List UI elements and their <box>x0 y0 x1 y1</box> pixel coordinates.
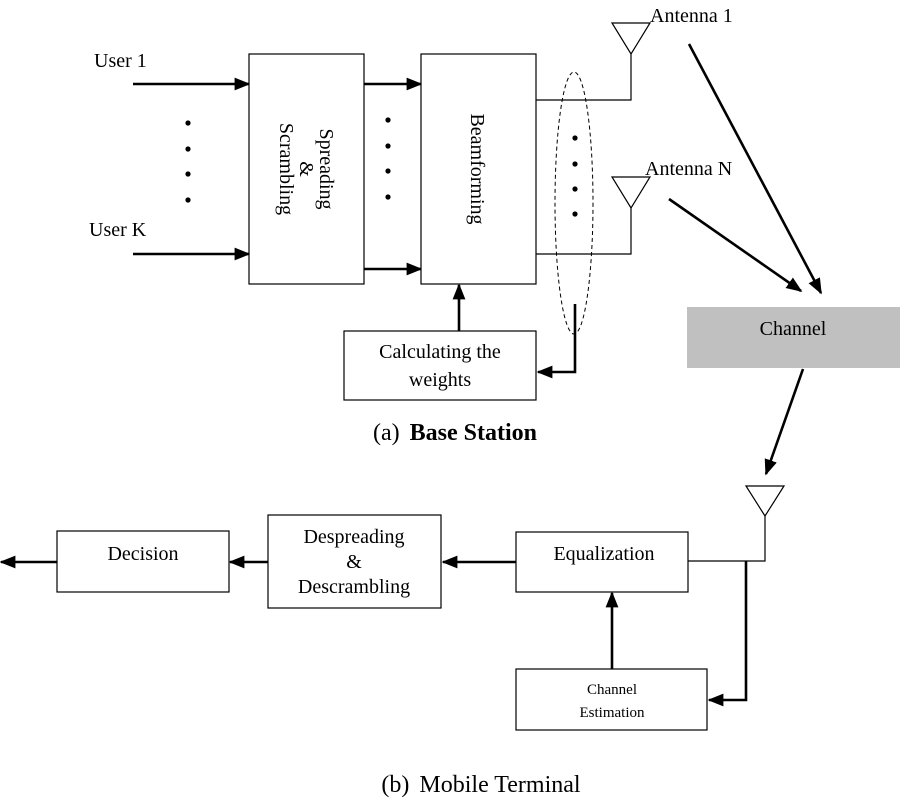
mobile-terminal-caption: (b) Mobile Terminal <box>381 772 580 798</box>
beamforming-block: Beamforming <box>420 53 537 285</box>
antenna-group-ellipse <box>554 71 594 335</box>
despreading-block: Despreading & Descrambling <box>267 514 442 609</box>
channel-section: Channel <box>668 43 900 476</box>
antenna-1: Antenna 1 <box>610 5 733 56</box>
antenna-1-to-channel-arrow <box>687 43 823 295</box>
channel-box <box>687 307 900 368</box>
antenna-to-estimation-arrow <box>707 561 748 707</box>
channel-label: Channel <box>760 318 827 340</box>
antenna-n-feed-line <box>536 208 632 255</box>
ellipsis-dot <box>185 146 191 152</box>
user-1-label: User 1 <box>94 50 147 72</box>
channel-estimation-label-line1: Channel <box>587 682 637 698</box>
ellipsis-dot <box>385 143 391 149</box>
mobile-terminal-section: Equalization Channel Estimation Despread… <box>0 485 786 798</box>
weights-label-line1: Calculating the <box>379 341 501 363</box>
antenna-1-feed-line <box>536 54 632 101</box>
beamforming-label: Beamforming <box>466 113 488 224</box>
user-ellipsis-dots <box>185 120 191 203</box>
middle-ellipsis-dots <box>385 117 391 200</box>
ellipsis-dot <box>572 161 578 167</box>
despreading-label-line1: Despreading <box>303 526 404 548</box>
spreading-ampersand: & <box>295 161 317 177</box>
ellipsis-dot <box>185 197 191 203</box>
base-station-section: User 1 User K Spreading & Scrambling <box>89 5 733 446</box>
weights-label-line2: weights <box>409 369 471 391</box>
ellipsis-dot <box>572 135 578 141</box>
antenna-1-icon <box>610 22 652 56</box>
ellipsis-dot <box>572 186 578 192</box>
antenna-n: Antenna N <box>610 158 732 210</box>
spreading-scrambling-block: Spreading & Scrambling <box>248 53 365 285</box>
channel-estimation-label-line2: Estimation <box>580 705 645 721</box>
ellipsis-dot <box>385 117 391 123</box>
ellipsis-dot <box>185 171 191 177</box>
weights-block: Calculating the weights <box>343 330 537 401</box>
beamforming-box <box>420 53 537 285</box>
caption-a-prefix: (a) <box>373 420 400 446</box>
channel-estimation-block: Channel Estimation <box>515 668 708 731</box>
ellipsis-dot <box>385 194 391 200</box>
caption-b-title: Mobile Terminal <box>419 772 581 798</box>
channel-estimation-box <box>515 668 708 731</box>
spreading-scrambling-box <box>248 53 365 285</box>
antenna-n-label: Antenna N <box>645 158 732 180</box>
mobile-antenna-feed-line <box>688 516 766 562</box>
scrambling-label: Scrambling <box>275 123 297 215</box>
user-k-label: User K <box>89 219 147 241</box>
decision-block: Decision <box>56 530 230 593</box>
antenna-n-to-channel-arrow <box>668 197 803 293</box>
channel-to-mobile-arrow <box>764 368 805 476</box>
despreading-label-line3: Descrambling <box>298 576 410 598</box>
decision-label: Decision <box>107 543 178 565</box>
caption-b-prefix: (b) <box>381 772 409 798</box>
antenna-ellipsis-dots <box>572 135 578 217</box>
equalization-block: Equalization <box>515 531 689 593</box>
weights-box <box>343 330 537 401</box>
ellipsis-dot <box>185 120 191 126</box>
antenna-n-icon <box>610 176 652 210</box>
caption-a-title: Base Station <box>410 420 537 446</box>
mobile-antenna-icon <box>744 485 786 518</box>
despreading-box <box>267 514 442 609</box>
despreading-label-line2: & <box>346 551 362 573</box>
ellipsis-dot <box>385 168 391 174</box>
base-station-caption: (a) Base Station <box>373 420 537 446</box>
antenna-1-label: Antenna 1 <box>650 5 733 27</box>
ellipsis-dot <box>572 211 578 217</box>
equalization-label: Equalization <box>553 543 654 565</box>
spreading-label: Spreading <box>315 128 337 209</box>
feedback-to-weights-arrow <box>536 304 577 379</box>
